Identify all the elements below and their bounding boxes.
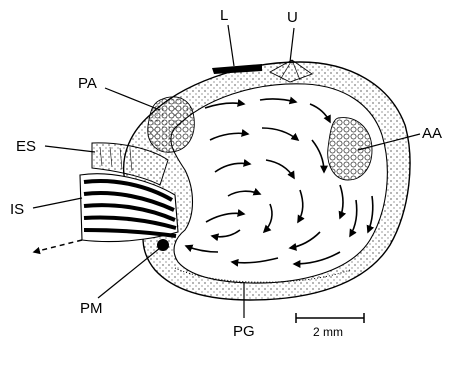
posterior-adductor: [148, 97, 195, 152]
label-posterior-adductor: PA: [78, 75, 97, 92]
label-inhalent-siphon: IS: [10, 201, 24, 218]
label-anterior-adductor: AA: [422, 125, 442, 142]
label-pallial-mark: PM: [80, 300, 103, 317]
scale-bar: 2 mm: [296, 313, 364, 339]
mantle-cavity: [171, 84, 387, 283]
label-ligament: L: [220, 7, 228, 24]
label-umbo: U: [287, 9, 298, 26]
exhalent-flow-arrow: [34, 240, 82, 252]
scale-bar-label: 2 mm: [313, 325, 343, 339]
label-exhalent-siphon: ES: [16, 138, 36, 155]
label-pallial-groove: PG: [233, 323, 255, 340]
